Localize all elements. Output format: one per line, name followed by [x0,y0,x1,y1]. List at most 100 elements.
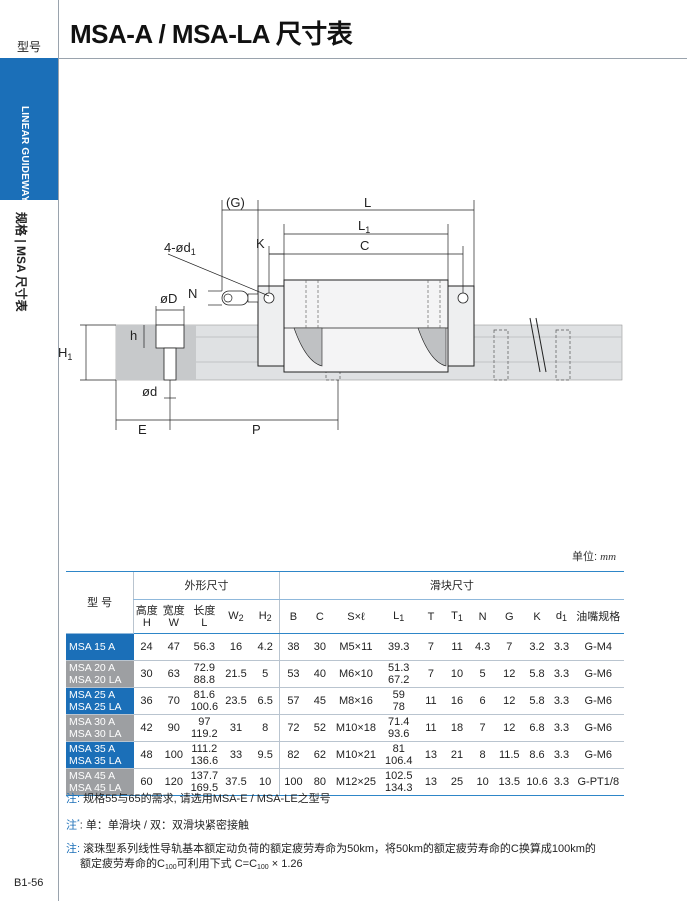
cell-h: 24 [133,633,160,661]
cell-c: 52 [307,714,333,742]
dim-e-label: E [138,422,147,437]
cell-h: 42 [133,714,160,742]
dim-g-label: (G) [226,195,245,210]
group-block: 滑块尺寸 [278,571,624,600]
cell-g: 12 [494,714,524,742]
model-name: MSA 15 A [69,641,116,653]
cell-g: 11.5 [494,741,524,769]
cell-s: M5×11 [332,633,380,661]
col-b: B [278,599,308,634]
cell-h: 30 [133,660,160,688]
cell-g: 12 [494,660,524,688]
cell-w2: 23.5 [220,687,252,715]
col-c: C [307,599,333,634]
cell-s: M10×18 [332,714,380,742]
dim-h1-label: H1 [58,345,72,362]
col-g: G [494,599,524,634]
model-name-long: MSA 45 LA [69,782,122,794]
col-nozzle: 油嘴规格 [572,599,624,634]
cell-k: 5.8 [523,660,551,688]
cell-s: M12×25 [332,768,380,796]
dim-bore-label: øD [160,291,177,306]
cell-s: M8×16 [332,687,380,715]
cell-w2: 21.5 [220,660,252,688]
cell-w: 90 [159,714,189,742]
cell-h2: 10 [251,768,280,796]
cell-b: 53 [278,660,308,688]
dim-hole-label: 4-ød1 [164,240,196,257]
col-l1: L1 [379,599,419,634]
cell-nozzle: G-M6 [572,660,624,688]
note-3-continued: 额定疲劳寿命的C100可利用下式 C=C100 × 1.26 [80,857,303,871]
cell-k: 3.2 [523,633,551,661]
page-title: MSA-A / MSA-LA 尺寸表 [70,19,353,49]
cell-h: 60 [133,768,160,796]
cell-w2: 31 [220,714,252,742]
cell-h2: 5 [251,660,280,688]
cell-t: 7 [418,633,444,661]
model-name: MSA 45 A [69,770,116,782]
dim-c-label: C [360,238,369,253]
cell-g: 7 [494,633,524,661]
cell-nozzle: G-M6 [572,741,624,769]
cell-t: 13 [418,741,444,769]
cell-d1: 3.3 [550,768,573,796]
cell-g: 13.5 [494,768,524,796]
cell-t1: 21 [443,741,471,769]
cell-w: 47 [159,633,189,661]
cell-c: 45 [307,687,333,715]
cell-w: 63 [159,660,189,688]
model-name-long: MSA 25 LA [69,701,122,713]
cell-t: 7 [418,660,444,688]
cell-t1: 10 [443,660,471,688]
cell-b: 82 [278,741,308,769]
cell-k: 10.6 [523,768,551,796]
dim-p-label: P [252,422,261,437]
sidebar-model-label: 型号 [16,40,41,54]
cell-w: 120 [159,768,189,796]
cell-w: 100 [159,741,189,769]
cell-s: M6×10 [332,660,380,688]
page-number: B1-56 [14,877,44,889]
col-d1: d1 [550,599,573,634]
model-cell: MSA 15 A [66,633,134,661]
cell-n: 6 [470,687,495,715]
cell-h2: 6.5 [251,687,280,715]
cell-n: 5 [470,660,495,688]
cell-w: 70 [159,687,189,715]
model-name: MSA 25 A [69,689,116,701]
cell-nozzle: G-M4 [572,633,624,661]
cell-k: 6.8 [523,714,551,742]
sidebar-vertical-cn: 规格 | MSA 尺寸表 [14,212,28,312]
title-bar: MSA-A / MSA-LA 尺寸表 [58,0,687,59]
cell-nozzle: G-PT1/8 [572,768,624,796]
cell-t1: 25 [443,768,471,796]
note-2: 注*: 单：单滑块 / 双：双滑块紧密接触 [66,819,250,832]
cell-nozzle: G-M6 [572,687,624,715]
cell-t: 13 [418,768,444,796]
dim-n-label: N [188,286,197,301]
col-t: T [418,599,444,634]
cell-t1: 16 [443,687,471,715]
cell-w2: 16 [220,633,252,661]
col-n: N [470,599,495,634]
cell-h: 36 [133,687,160,715]
cell-t1: 18 [443,714,471,742]
